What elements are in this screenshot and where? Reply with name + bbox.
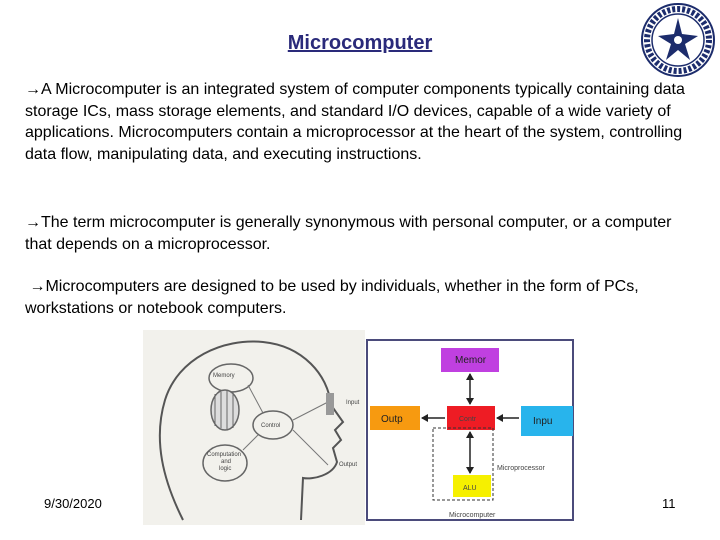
control-block: [447, 406, 495, 430]
head-memory-label: Memory: [213, 373, 235, 379]
university-seal-logo: [641, 3, 715, 77]
head-illustration: Memory Control Computation and logic Inp…: [143, 330, 365, 525]
page-number: 11: [662, 496, 676, 511]
input-block: [521, 406, 573, 436]
paragraph-3: →Microcomputers are designed to be used …: [25, 276, 695, 319]
head-logic-label: logic: [219, 466, 231, 472]
output-label: Outp: [381, 414, 403, 425]
paragraph-1: →A Microcomputer is an integrated system…: [25, 79, 695, 165]
alu-label: ALU: [463, 485, 477, 492]
block-diagram: Memor Outp Contr Inpu ALU Microprocessor…: [365, 330, 577, 525]
arrow-icon: →: [25, 81, 41, 98]
memory-label: Memor: [455, 355, 487, 366]
memory-block: [441, 348, 499, 372]
arrow-icon: →: [29, 278, 46, 295]
head-input-label: Input: [346, 400, 360, 406]
arrow-icon: →: [25, 214, 41, 231]
head-output-label: Output: [339, 462, 357, 468]
footer-date: 9/30/2020: [44, 496, 102, 511]
head-control-label: Control: [261, 423, 280, 429]
input-label: Inpu: [533, 416, 552, 427]
head-and-label: and: [221, 459, 231, 465]
microprocessor-label: Microprocessor: [497, 465, 546, 472]
head-computation-label: Computation: [207, 452, 241, 458]
microcomputer-label: Microcomputer: [449, 512, 496, 519]
block-diagram-svg: Memor Outp Contr Inpu ALU Microprocessor…: [366, 339, 574, 521]
alu-block: [453, 475, 491, 497]
paragraph-3-text: Microcomputers are designed to be used b…: [25, 278, 639, 317]
paragraph-1-text: A Microcomputer is an integrated system …: [25, 81, 685, 163]
paragraph-2: →The term microcomputer is generally syn…: [25, 212, 695, 255]
output-block: [370, 406, 420, 430]
slide-title: Microcomputer: [287, 32, 433, 54]
head-diagram: Memory Control Computation and logic Inp…: [158, 340, 360, 521]
control-label: Contr: [459, 416, 477, 423]
paragraph-2-text: The term microcomputer is generally syno…: [25, 214, 672, 253]
